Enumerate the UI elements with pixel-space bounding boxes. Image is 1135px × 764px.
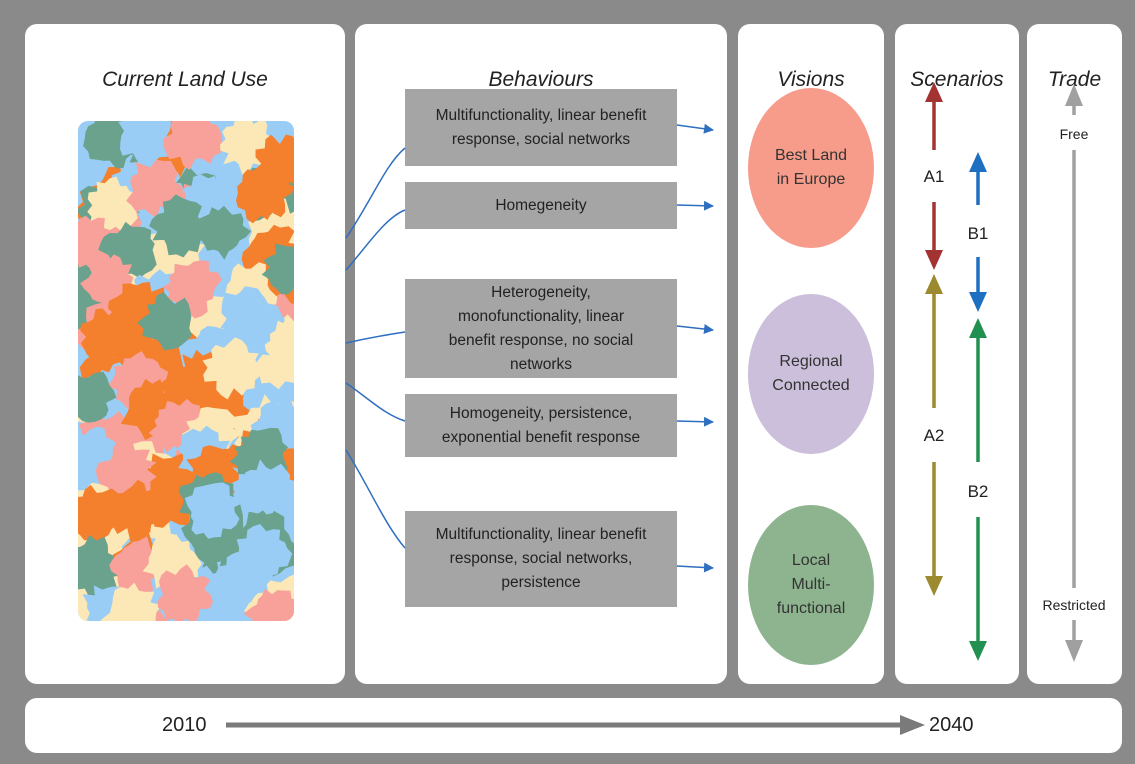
current-land-use-title: Current Land Use [102,68,268,91]
connector-5 [345,449,406,549]
land-patch [184,482,240,539]
trade-free-label: Free [1059,126,1089,142]
scenario-a1-arrow [925,82,943,270]
land-patch [78,534,124,598]
trade-restricted-label: Restricted [1042,597,1106,613]
behaviour-box-2: Homegeneity [405,182,677,229]
behaviour-box-4: Homogeneity, persistence,exponential ben… [405,394,677,457]
land-patch [214,551,273,605]
land-patch [109,536,164,597]
scenarios-panel: Scenarios [895,24,1019,684]
behaviour-text-4: Homogeneity, persistence,exponential ben… [441,404,641,446]
timeline-end-label: 2040 [929,714,974,736]
behaviour-arrow-1 [676,123,714,134]
land-patch [202,337,264,400]
land-patch [236,459,294,515]
land-patch [137,292,192,351]
behaviours-title: Behaviours [488,68,594,91]
land-patch [149,194,210,258]
land-patch [261,243,294,295]
land-patch [78,371,117,423]
scenario-a2-arrow [925,274,943,596]
land-patch [190,205,252,260]
land-patch [80,307,132,368]
land-patch [78,215,120,271]
land-patch [78,484,122,545]
timeline-start-label: 2010 [162,714,207,736]
behaviour-arrow-3 [676,324,714,334]
connector-1 [345,147,406,239]
visions-title: Visions [777,68,845,91]
behaviour-arrow-2 [676,200,714,211]
connector-4 [345,382,406,422]
land-patch [243,588,294,621]
land-patch [236,164,294,224]
connector-2 [345,209,406,271]
land-use-map [78,121,294,621]
land-patch [100,582,162,621]
behaviour-text-2: Homegeneity [495,196,587,214]
land-patch [118,121,175,168]
trade-arrow [1065,84,1083,662]
land-patch [157,564,213,621]
land-patch [264,320,294,379]
current-land-use-panel: Current Land Use [25,24,345,684]
scenario-a1-label: A1 [923,167,945,186]
behaviour-arrow-4 [676,416,714,427]
timeline-arrow [226,715,925,735]
scenario-b2-label: B2 [967,482,989,501]
scenario-a2-label: A2 [923,426,945,445]
connector-3 [345,331,406,344]
land-patch [163,121,223,170]
scenario-b1-arrow [969,152,987,312]
scenario-b1-label: B1 [967,224,989,243]
behaviour-arrow-5 [676,562,714,573]
land-patch [103,479,163,542]
trade-title: Trade [1047,68,1102,91]
scenario-b2-arrow [969,318,987,661]
